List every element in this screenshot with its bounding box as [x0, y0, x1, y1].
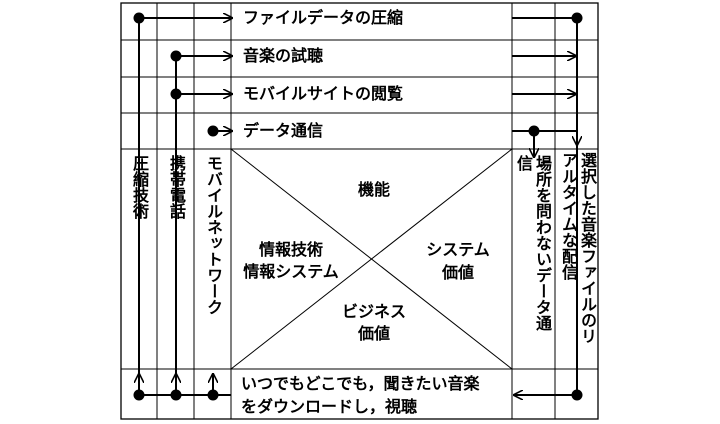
quadrant-right-line1: システム: [426, 240, 490, 259]
column-label-compression: 圧縮技術: [130, 155, 149, 219]
dot-bottom-col3: [207, 389, 219, 401]
column-label-music-delivery-a: 選択した音楽ファイルのリ: [578, 152, 597, 344]
column-label-data-comm-a: 場所を問わないデータ通: [533, 155, 552, 331]
quadrant-left-line2: 情報システム: [243, 262, 339, 281]
column-label-music-delivery-b: アルタイムな配信: [559, 152, 578, 280]
dot-col1-top: [133, 12, 145, 24]
dot-right-row4: [528, 125, 540, 137]
row-label-1: ファイルデータの圧縮: [243, 8, 404, 27]
bottom-text-line2: をダウンロードし，視聴: [241, 397, 418, 416]
dot-right-row1: [571, 12, 583, 24]
dot-bottom-right: [571, 389, 583, 401]
quadrant-bottom-line1: ビジネス: [341, 302, 406, 321]
quadrant-right-line2: 価値: [441, 263, 474, 282]
quadrant-left-line1: 情報技術: [258, 240, 323, 259]
row-label-4: データ通信: [243, 121, 324, 140]
quadrant-bottom-line2: 価値: [357, 324, 390, 343]
outer-frame: [120, 2, 599, 420]
dot-col2-row3: [170, 88, 182, 100]
row-label-2: 音楽の試聴: [243, 46, 324, 65]
bottom-text-line1: いつでもどこでも，聞きたい音楽: [241, 374, 480, 393]
column-label-mobile-network: モバイルネットワーク: [204, 155, 223, 315]
dot-col3-row4: [207, 125, 219, 137]
row-label-3: モバイルサイトの閲覧: [243, 84, 404, 103]
dot-bottom-col1: [133, 389, 145, 401]
quadrant-top-label: 機能: [357, 180, 390, 199]
column-label-data-comm-b: 信: [514, 155, 533, 171]
dot-col2-row2: [170, 50, 182, 62]
dot-bottom-col2: [170, 389, 182, 401]
column-label-mobile-phone: 携帯電話: [167, 155, 186, 219]
cross-line-b: [230, 148, 513, 370]
